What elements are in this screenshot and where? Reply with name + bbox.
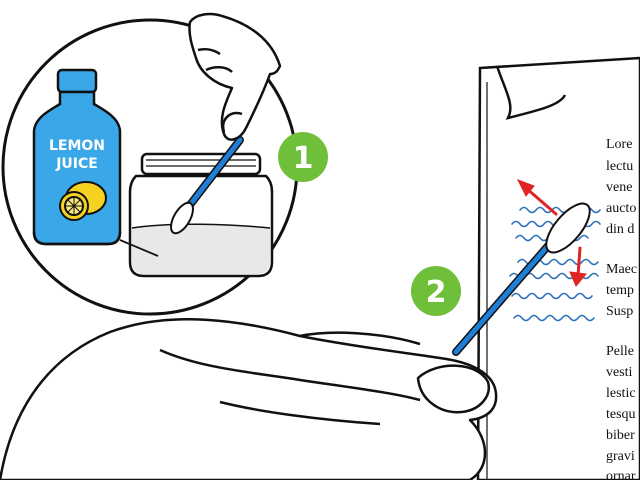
paper-line: temp (606, 283, 634, 298)
paper-curl (495, 65, 567, 120)
jar (128, 152, 274, 278)
hand-holding-swab (0, 318, 498, 480)
step-1-inset: LEMON JUICE (1, 12, 299, 316)
paper-paragraph-3: Pelle vesti lestic tesqu biber gravi orn… (606, 344, 636, 480)
motion-arrows (516, 179, 587, 287)
paper-line: Pelle (606, 344, 634, 359)
upper-hand (188, 12, 282, 141)
paper-line: vesti (606, 365, 633, 380)
bottle-label-line-1: LEMON (49, 138, 105, 154)
cotton-tip (545, 202, 591, 254)
lemon-icon (59, 181, 107, 221)
thumbnail (416, 364, 491, 414)
paper-line: Susp (606, 304, 633, 319)
step-1-circle (278, 132, 328, 182)
jar-liquid (132, 224, 270, 274)
paper-line: tesqu (606, 407, 636, 422)
paper-line: din d (606, 222, 634, 237)
paper-line: ornar (606, 469, 636, 480)
swab-on-paper (452, 202, 591, 356)
step-1-number: 1 (293, 141, 314, 176)
paper-line: biber (606, 428, 635, 443)
paper-paragraph-1: Lore lectu vene aucto din d (606, 137, 636, 237)
arrow-down-right-icon (576, 246, 582, 278)
step-1-badge: 1 (278, 132, 328, 182)
step-2-badge: 2 (411, 266, 461, 316)
paper-line: lectu (606, 159, 633, 174)
step-2-number: 2 (426, 275, 447, 310)
paper-line: lestic (606, 386, 636, 401)
step-2-circle (411, 266, 461, 316)
paper-line: aucto (606, 201, 636, 216)
paper-line: Maec (606, 262, 637, 277)
swab-in-jar (170, 136, 244, 235)
paper-line: Lore (606, 137, 632, 152)
bubble-pointer (119, 239, 159, 257)
lemon-juice-bottle: LEMON JUICE (32, 68, 122, 246)
bottle-label-line-2: JUICE (55, 156, 98, 172)
paper-line: vene (606, 180, 632, 195)
arrow-up-left-icon (524, 186, 558, 216)
paper-line: gravi (606, 449, 635, 464)
paper-paragraph-2: Maec temp Susp (606, 262, 637, 319)
